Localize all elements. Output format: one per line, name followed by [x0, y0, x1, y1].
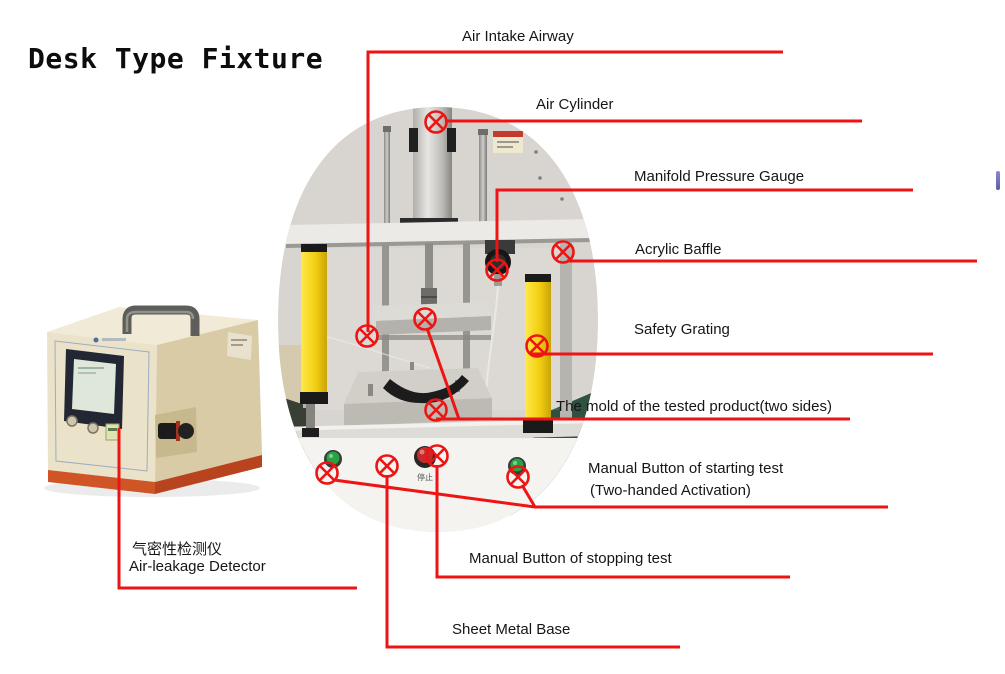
- detector-base-right: [155, 455, 262, 494]
- wall-screw: [538, 176, 542, 180]
- x-marker-start-button-right: [506, 465, 530, 489]
- machine-left-leg: [306, 404, 315, 430]
- callout-stop-button: Manual Button of stopping test: [469, 550, 672, 567]
- leader-detector: [117, 428, 357, 590]
- detector-label-en: Air-leakage Detector: [129, 558, 266, 575]
- page-title: Desk Type Fixture: [28, 42, 324, 75]
- press-rod-coupling-line: [421, 296, 437, 298]
- detector-front-pinstripe: [54, 340, 150, 472]
- detector-handle-highlight: [125, 310, 195, 332]
- guide-rod-left-cap: [383, 126, 391, 132]
- fixture-machine-photo: 停止: [278, 107, 598, 532]
- x-marker-air-intake-airway: [355, 324, 379, 348]
- leader-start-left-diagonal: [333, 478, 536, 509]
- text-cursor-artifact: [996, 171, 1000, 190]
- press-rod: [425, 243, 433, 306]
- detector-label-cn: 气密性检测仪: [132, 541, 223, 558]
- detector-button-1: [66, 415, 78, 427]
- air-cylinder-rail-right: [447, 128, 456, 152]
- detector-button-2: [87, 422, 99, 434]
- x-marker-stop-button: [425, 444, 449, 468]
- callout-start-button-line1: Manual Button of starting test: [588, 460, 784, 477]
- x-marker-air-cylinder: [424, 110, 448, 134]
- callout-air-intake-airway: Air Intake Airway: [462, 28, 574, 45]
- detector-connector-knob: [178, 423, 194, 439]
- callout-safety-grating: Safety Grating: [634, 321, 730, 338]
- leader-manifold-pressure-gauge: [495, 188, 913, 262]
- screen-content-line: [78, 367, 104, 369]
- stop-button-label: 停止: [417, 472, 433, 482]
- air-cylinder-rail-left: [409, 128, 418, 152]
- x-marker-manifold-pressure-gauge: [485, 258, 509, 282]
- wall-screw: [534, 150, 538, 154]
- tested-product: [383, 375, 469, 404]
- safety-light-curtain-left: [300, 244, 328, 404]
- warning-sticker: [493, 131, 523, 153]
- callout-air-cylinder: Air Cylinder: [536, 96, 614, 113]
- frame-post-right: [560, 243, 572, 418]
- x-markers: [315, 110, 575, 489]
- leader-stop: [435, 465, 790, 579]
- detector-logo-text: [102, 338, 126, 341]
- detector-logo-mark: [93, 337, 99, 343]
- callout-acrylic-baffle: Acrylic Baffle: [635, 241, 722, 258]
- detector-top-face: [47, 307, 258, 345]
- x-marker-sheet-metal-base: [375, 454, 399, 478]
- detector-side-sticker-line: [231, 344, 243, 346]
- air-leakage-detector-photo: [44, 305, 262, 497]
- detector-connector-body: [158, 423, 178, 439]
- top-plate: [286, 219, 592, 244]
- wall-screw: [560, 197, 564, 201]
- x-marker-mold-upper: [413, 307, 437, 331]
- callout-mold: The mold of the tested product(two sides…: [556, 398, 832, 415]
- x-marker-safety-grating: [525, 334, 549, 358]
- callout-start-button-line2: (Two-handed Activation): [590, 482, 751, 499]
- base-aluminum-strip-highlight: [282, 419, 594, 431]
- x-marker-acrylic-baffle: [551, 240, 575, 264]
- guide-rod-right-cap: [478, 129, 488, 135]
- leader-start-right-diagonal: [520, 484, 537, 508]
- detector-front-label: [105, 423, 120, 441]
- leader-mold-diagonal: [425, 327, 461, 420]
- detector-base-front: [48, 470, 155, 494]
- callout-sheet-metal-base: Sheet Metal Base: [452, 621, 571, 638]
- leader-sheet-metal-base: [385, 475, 680, 649]
- guide-rod-right: [479, 133, 487, 225]
- leader-air-intake-airway: [366, 50, 783, 332]
- screen-content-line: [78, 372, 96, 374]
- guide-rod-left: [384, 130, 390, 225]
- leader-lines: [117, 50, 977, 649]
- x-marker-start-button-left: [315, 461, 339, 485]
- detector-front-label-mark: [108, 428, 117, 431]
- x-marker-mold-lower: [424, 398, 448, 422]
- detector-side-sticker-line: [231, 339, 247, 341]
- callout-manifold-pressure-gauge: Manifold Pressure Gauge: [634, 168, 805, 185]
- machine-left-foot: [302, 428, 319, 437]
- top-plate-edge: [286, 238, 592, 248]
